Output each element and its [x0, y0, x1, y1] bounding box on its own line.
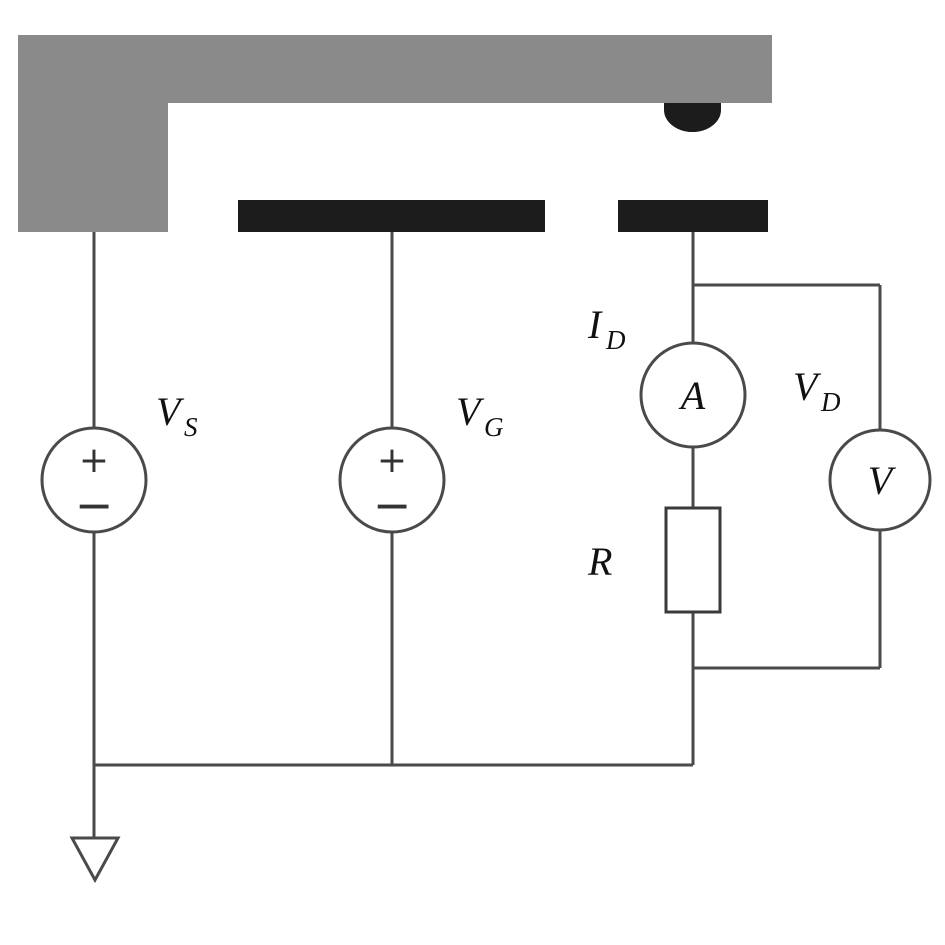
- cantilever-tip: [664, 103, 721, 132]
- vg-minus-sign: −: [373, 478, 412, 532]
- ground-symbol: [69, 836, 121, 884]
- vs-minus-sign: −: [75, 478, 114, 532]
- label-vd-sub: D: [820, 387, 841, 417]
- source-vg-circle: [338, 426, 446, 534]
- drain-electrode: [618, 200, 768, 232]
- ammeter-circle: [639, 341, 747, 449]
- voltmeter-letter: V: [868, 458, 897, 503]
- gate-electrode: [238, 200, 545, 232]
- vg-plus-sign: +: [377, 440, 407, 481]
- label-id-sub: D: [605, 325, 626, 355]
- ammeter-letter: A: [678, 373, 706, 418]
- label-resistor: R: [587, 539, 612, 584]
- label-vs-main: V: [156, 389, 185, 434]
- label-vd-main: V: [793, 364, 822, 409]
- cantilever-beam: [18, 35, 772, 232]
- label-vg-main: V: [456, 389, 485, 434]
- voltmeter-circle: [828, 428, 932, 532]
- label-vs-sub: S: [184, 412, 198, 442]
- vs-plus-sign: +: [79, 440, 109, 481]
- resistor-body: [664, 506, 722, 614]
- source-vs-circle: [40, 426, 148, 534]
- label-vg-sub: G: [484, 412, 504, 442]
- label-id-main: I: [587, 302, 603, 347]
